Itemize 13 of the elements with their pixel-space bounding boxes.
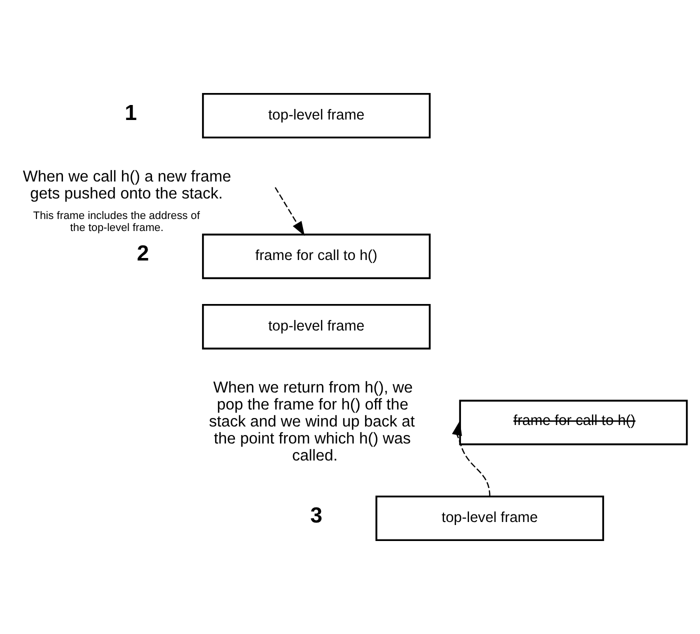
node-box: frame for call to h() [459, 400, 688, 446]
arrow [274, 187, 305, 236]
label: 2 [136, 240, 149, 266]
node-box: top-level frame [202, 92, 431, 138]
node-box: frame for call to h() [202, 234, 431, 280]
label: When we call h() a new frame gets pushed onto the stack. [22, 168, 232, 203]
label: When we return from h(), we pop the frame for h() off the stack and we wind up back at the point from which h() was called. [209, 380, 415, 465]
node-label: This frame includes the address of the top-level frame. [33, 210, 200, 234]
label: 3 [310, 502, 322, 528]
node-box: top-level frame [375, 496, 604, 542]
label: 1 [124, 100, 137, 125]
arrow [452, 420, 490, 497]
node-box: top-level frame [202, 304, 431, 350]
